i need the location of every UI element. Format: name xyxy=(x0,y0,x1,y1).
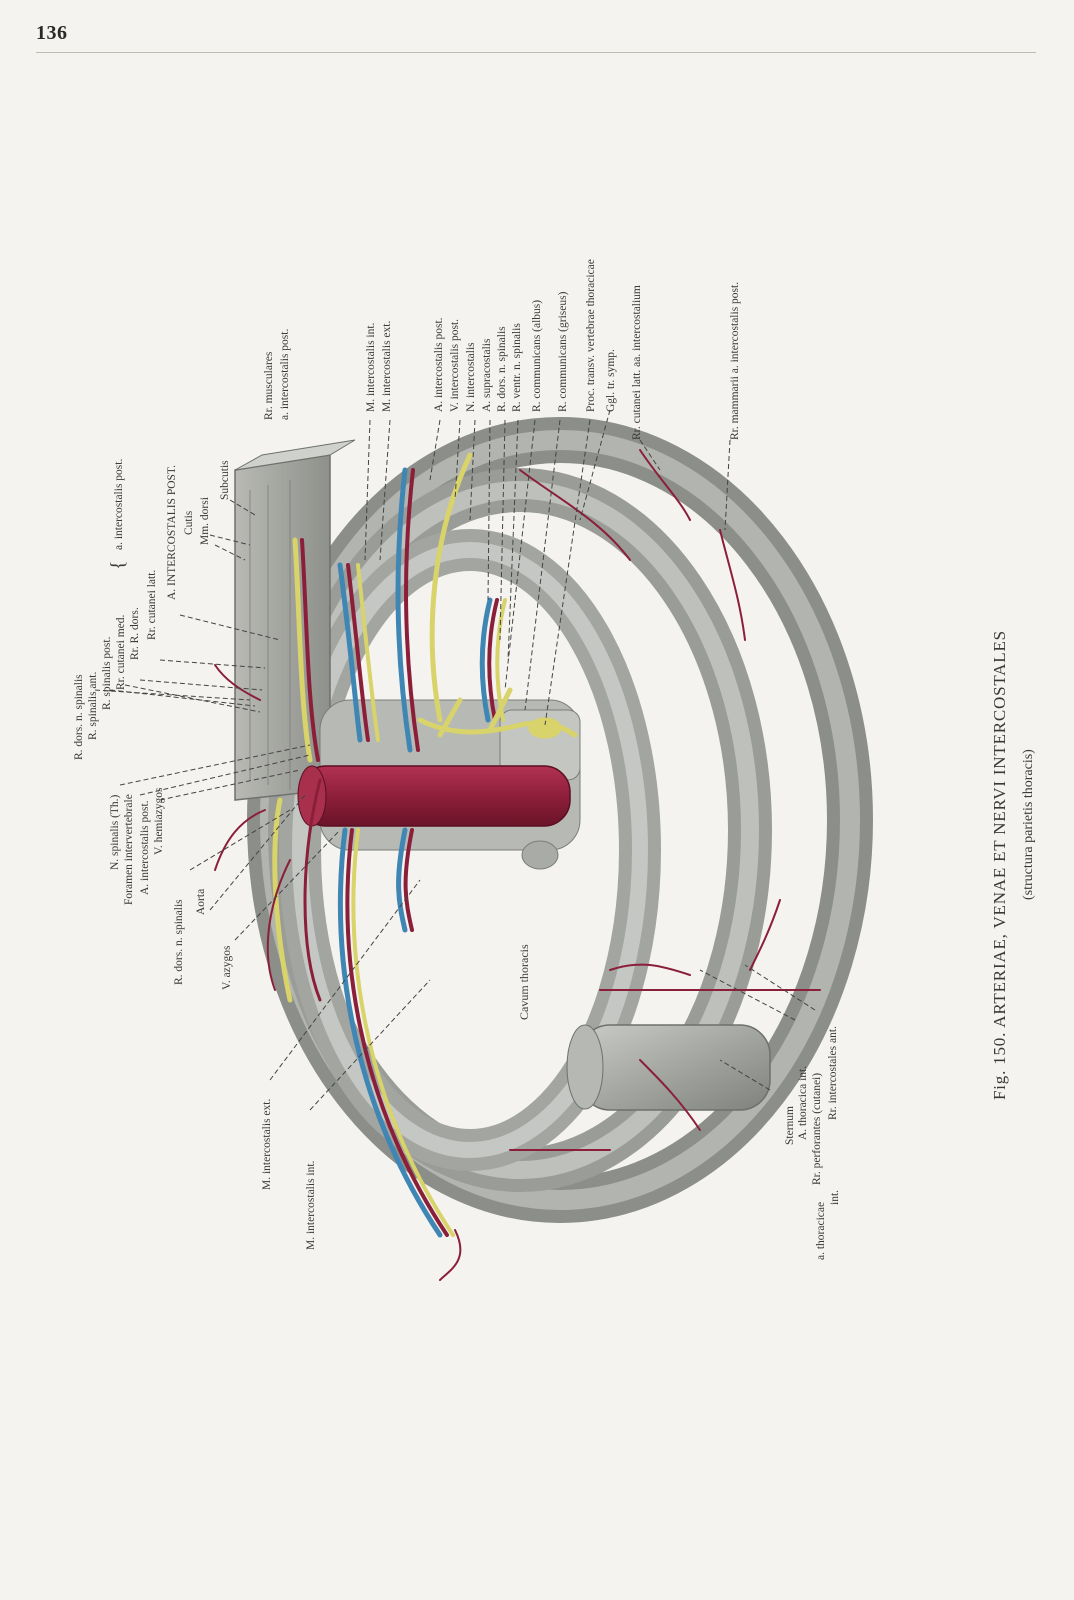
label-rr-intercostales-ant: Rr. intercostales ant. xyxy=(827,1026,839,1120)
label-r-ventr-n-spinalis: R. ventr. n. spinalis xyxy=(511,323,523,412)
label-rr-r-dors: Rr. R. dors. xyxy=(129,607,141,660)
label-m-intercostalis-ext-bottom: M. intercostalis ext. xyxy=(261,1099,273,1190)
caption-title: Fig. 150. ARTERIAE, VENAE ET NERVI INTER… xyxy=(990,630,1009,1100)
intercostal-bundles-lower xyxy=(272,778,455,1238)
label-r-communicans-griseus: R. communicans (griseus) xyxy=(557,291,569,412)
label-n-spinalis-th: N. spinalis (Th.) xyxy=(109,794,121,870)
label-a-thoracicae: a. thoracicae xyxy=(815,1202,827,1260)
label-aorta: Aorta xyxy=(195,889,207,915)
labels-left: R. dors. n. spinalis R. spinalis ant. R.… xyxy=(73,459,231,760)
label-v-hemiazygos: V. hemiazygos xyxy=(153,787,165,855)
label-v-azygos: V. azygos xyxy=(221,945,233,990)
label-rr-cutanei-med: Rr. cutanei med. xyxy=(115,615,127,690)
label-cavum-thoracis: Cavum thoracis xyxy=(517,944,531,1020)
label-m-intercostalis-int-bottom: M. intercostalis int. xyxy=(305,1160,317,1250)
rib-inner-highlight xyxy=(292,542,648,1158)
leader-lines xyxy=(94,409,816,1111)
label-r-dors-n-spinalis-lower: R. dors. n. spinalis xyxy=(173,899,185,985)
label-rr-mammarii: Rr. mammarii a. intercostalis post. xyxy=(729,282,741,440)
intercostal-bundles-upper xyxy=(292,452,507,763)
label-a-intercostalis-post-caps: A. INTERCOSTALIS POST. xyxy=(166,465,178,600)
label-a-intercostalis-post-top: A. intercostalis post. xyxy=(433,317,445,412)
labels-bottom: M. intercostalis ext. M. intercostalis i… xyxy=(261,944,841,1260)
caption-subtitle: (structura parietis thoracis) xyxy=(1021,749,1036,900)
label-m-intercostalis-ext-top: M. intercostalis ext. xyxy=(381,321,393,412)
label-int: int. xyxy=(829,1190,841,1205)
label-rr-cutanei-latt-aa: Rr. cutanei latt. aa. intercostalium xyxy=(631,285,643,440)
label-r-communicans-albus: R. communicans (albus) xyxy=(531,300,543,412)
label-rr-perforantes: Rr. perforantes (cutanei) xyxy=(811,1073,823,1185)
sympathetic-trunk xyxy=(417,687,578,739)
label-r-spinalis-post: R. spinalis post. xyxy=(101,636,113,710)
label-subcutis: Subcutis xyxy=(219,460,231,500)
label-a-intercostalis-post: A. intercostalis post. xyxy=(139,800,151,895)
label-proc-transv: Proc. transv. vertebrae thoracicae xyxy=(585,259,597,412)
ribs xyxy=(247,417,873,1223)
label-rr-musculares: Rr. musculares xyxy=(263,351,275,420)
label-mm-dorsi: Mm. dorsi xyxy=(199,497,211,545)
labels-lower-left: N. spinalis (Th.) Foramen intervertebral… xyxy=(109,787,233,990)
label-r-dors-n-spinalis-top: R. dors. n. spinalis xyxy=(496,326,508,412)
aorta-vessel xyxy=(297,765,571,827)
label-n-intercostalis: N. intercostalis xyxy=(465,342,477,412)
label-a-intercostalis-post-musc: a. intercostalis post. xyxy=(279,329,291,420)
label-sternum: Sternum xyxy=(784,1106,796,1145)
page-number: 136 xyxy=(36,22,68,44)
labels-top-right: Rr. musculares a. intercostalis post. M.… xyxy=(263,259,741,440)
header-rule xyxy=(36,52,1036,53)
sternum-bone xyxy=(566,1024,771,1111)
label-m-intercostalis-int-top: M. intercostalis int. xyxy=(365,322,377,412)
figure-caption: Fig. 150. ARTERIAE, VENAE ET NERVI INTER… xyxy=(990,630,1036,1100)
label-ggl-tr-symp: Ggl. tr. symp. xyxy=(605,349,617,412)
label-cutis: Cutis xyxy=(183,510,195,535)
label-brace-a-intercostalis-post: a. intercostalis post. xyxy=(113,459,125,550)
label-a-thoracica-int: A. thoracica int. xyxy=(797,1066,809,1140)
label-rr-cutanei-latt: Rr. cutanei latt. xyxy=(146,570,158,640)
label-r-spinalis-ant: R. spinalis ant. xyxy=(87,672,99,740)
label-r-dors-n-spinalis: R. dors. n. spinalis xyxy=(73,674,85,760)
brace-symbol: { xyxy=(107,560,129,570)
label-foramen-intervertebrale: Foramen intervertebrale xyxy=(123,794,135,905)
label-a-supracostalis: A. supracostalis xyxy=(481,338,493,412)
arterial-branches xyxy=(214,449,821,1281)
label-v-intercostalis-post: V. intercostalis post. xyxy=(449,319,461,412)
